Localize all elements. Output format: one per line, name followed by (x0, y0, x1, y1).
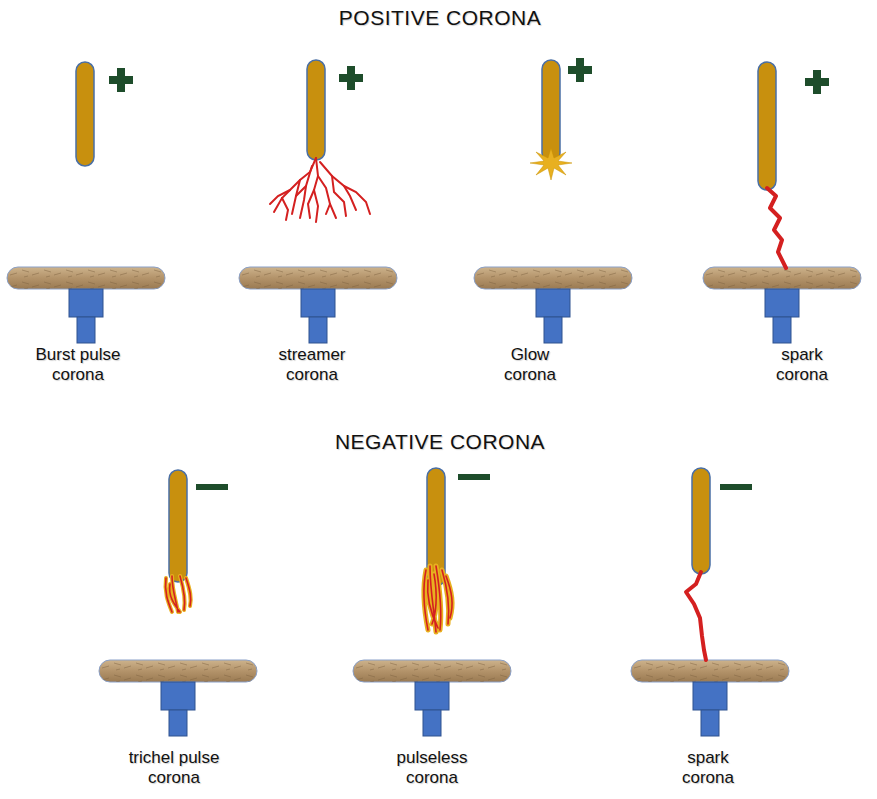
spark-discharge (767, 188, 786, 268)
needle-electrode (692, 468, 710, 574)
corona-type-label: streamer corona (256, 345, 368, 385)
ground-plate (703, 267, 861, 343)
pulseless-discharge (424, 566, 452, 632)
corona-type-label: trichel pulse corona (114, 748, 234, 788)
glow-discharge (530, 148, 572, 180)
plus-sign (109, 68, 133, 92)
ground-plate (353, 660, 511, 736)
spark-discharge (686, 572, 706, 660)
minus-sign (196, 484, 228, 490)
needle-electrode (758, 62, 776, 190)
ground-plate (631, 660, 789, 736)
corona-type-label: Glow corona (488, 345, 572, 385)
corona-type-label: pulseless corona (376, 748, 488, 788)
ground-plate (474, 267, 632, 343)
ground-plate (239, 267, 397, 343)
ground-plate (99, 660, 257, 736)
corona-type-label: spark corona (760, 345, 844, 385)
needle-electrode (169, 470, 187, 582)
streamer-discharge (270, 158, 370, 222)
plus-sign (568, 58, 592, 82)
corona-type-label: spark corona (666, 748, 750, 788)
needle-electrode (542, 60, 560, 162)
minus-sign (458, 474, 490, 480)
plus-sign (339, 66, 363, 90)
trichel-discharge (165, 576, 190, 612)
section-heading: POSITIVE CORONA (339, 6, 541, 30)
needle-electrode (307, 60, 325, 160)
corona-type-label: Burst pulse corona (22, 345, 134, 385)
section-heading: NEGATIVE CORONA (335, 430, 545, 454)
plus-sign (805, 70, 829, 94)
minus-sign (720, 484, 752, 490)
needle-electrode (76, 62, 94, 166)
ground-plate (7, 267, 165, 343)
